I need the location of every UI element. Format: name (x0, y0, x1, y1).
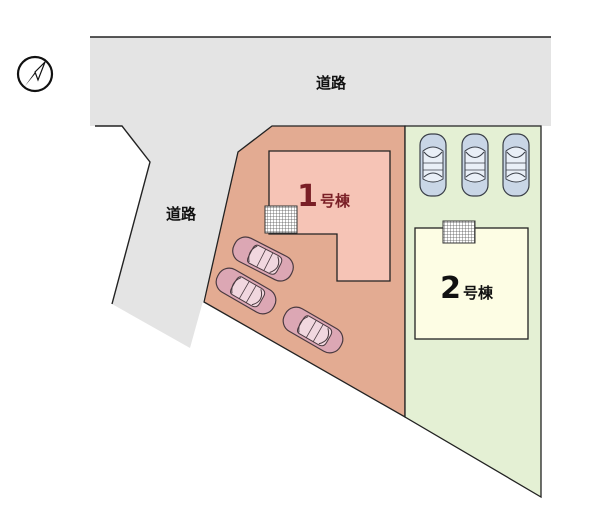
lot-2-car-2 (461, 133, 489, 197)
lot-2-house (414, 227, 529, 340)
road-left-edge (95, 125, 151, 305)
lot-1-house (268, 150, 391, 282)
road-top-label: 道路 (316, 74, 347, 92)
lot-1-entrance-grid (264, 205, 298, 234)
lot-1-suffix: 号棟 (320, 192, 351, 210)
lot-1-number: 1 (297, 179, 318, 214)
lot-2-car-1 (419, 133, 447, 197)
road-top (90, 37, 551, 126)
lot-2-entrance-grid (442, 220, 476, 244)
north-arrow-icon (16, 55, 54, 93)
lot-2-number: 2 (440, 271, 461, 306)
road-left (95, 126, 272, 348)
lot-2-car-3 (502, 133, 530, 197)
lot-2-suffix: 号棟 (463, 284, 494, 302)
road-left-label: 道路 (166, 205, 197, 223)
